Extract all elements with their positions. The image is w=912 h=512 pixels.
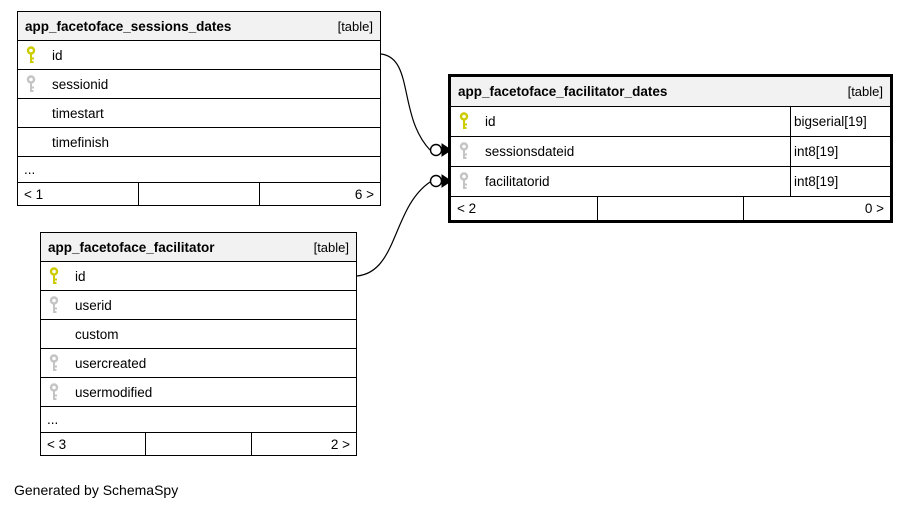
footer-parents-count: 0 > xyxy=(743,197,890,220)
table-header[interactable]: app_facetoface_facilitator [table] xyxy=(41,233,356,262)
footer-parents-count: 2 > xyxy=(250,433,356,455)
table-title[interactable]: app_facetoface_facilitator_dates xyxy=(458,84,668,99)
table-title[interactable]: app_facetoface_facilitator xyxy=(48,239,215,255)
column-row: userid xyxy=(41,291,356,320)
table-title[interactable]: app_facetoface_sessions_dates xyxy=(25,18,232,34)
foreign-key-icon xyxy=(41,295,75,315)
column-row: usermodified xyxy=(41,378,356,407)
column-row: id bigserial[19] xyxy=(451,107,890,137)
column-name: timefinish xyxy=(52,134,110,150)
column-row: usercreated xyxy=(41,349,356,378)
column-row: sessionsdateid int8[19] xyxy=(451,137,890,167)
table-node-facilitator-dates[interactable]: app_facetoface_facilitator_dates [table]… xyxy=(448,74,893,223)
column-name: facilitatorid xyxy=(485,174,550,189)
table-footer: < 3 2 > xyxy=(41,433,356,455)
table-type-tag: [table] xyxy=(847,84,883,99)
ellipsis-label: ... xyxy=(47,412,59,427)
table-header[interactable]: app_facetoface_sessions_dates [table] xyxy=(18,12,380,41)
column-type: int8[19] xyxy=(790,137,890,166)
footer-spacer xyxy=(145,433,250,455)
column-name: userid xyxy=(75,297,112,313)
footer-children-count: < 2 xyxy=(457,201,477,216)
column-row: id xyxy=(41,262,356,291)
relationship-line-sessionsdates-to-sessionsdateid xyxy=(380,53,431,151)
table-type-tag: [table] xyxy=(337,18,373,34)
footer-children-count: < 3 xyxy=(47,436,67,452)
foreign-key-icon xyxy=(451,172,485,191)
footer-spacer xyxy=(596,197,744,220)
ellipsis-row: ... xyxy=(41,407,356,433)
column-row: id xyxy=(18,41,380,70)
footer-spacer xyxy=(138,183,259,205)
table-node-sessions-dates[interactable]: app_facetoface_sessions_dates [table] id… xyxy=(17,11,381,206)
ellipsis-label: ... xyxy=(24,162,36,177)
column-row: timefinish xyxy=(18,128,380,157)
table-header[interactable]: app_facetoface_facilitator_dates [table] xyxy=(451,77,890,107)
foreign-key-icon xyxy=(18,74,52,94)
primary-key-icon xyxy=(451,112,485,131)
foreign-key-icon xyxy=(41,353,75,373)
primary-key-icon xyxy=(41,266,75,286)
ellipsis-row: ... xyxy=(18,157,380,183)
column-name: usercreated xyxy=(75,355,147,371)
primary-key-icon xyxy=(18,45,52,65)
column-name: id xyxy=(485,114,496,129)
foreign-key-icon xyxy=(41,382,75,402)
column-name: sessionsdateid xyxy=(485,144,575,159)
column-row: facilitatorid int8[19] xyxy=(451,167,890,197)
relationship-circle-endpoint xyxy=(429,143,443,157)
table-node-facilitator[interactable]: app_facetoface_facilitator [table] id us… xyxy=(40,232,357,456)
column-type: bigserial[19] xyxy=(790,107,890,136)
generated-by-note: Generated by SchemaSpy xyxy=(14,482,179,498)
footer-children-count: < 1 xyxy=(24,186,44,202)
column-name: timestart xyxy=(52,105,104,121)
relationship-circle-endpoint xyxy=(429,174,443,188)
table-footer: < 1 6 > xyxy=(18,183,380,205)
column-row: custom xyxy=(41,320,356,349)
column-name: usermodified xyxy=(75,384,153,400)
column-row: timestart xyxy=(18,99,380,128)
column-name: id xyxy=(75,268,86,284)
column-type: int8[19] xyxy=(790,167,890,196)
column-name: sessionid xyxy=(52,76,109,92)
column-row: sessionid xyxy=(18,70,380,99)
column-name: custom xyxy=(75,326,119,342)
table-footer: < 2 0 > xyxy=(451,197,890,220)
footer-parents-count: 6 > xyxy=(259,183,380,205)
foreign-key-icon xyxy=(451,142,485,161)
column-name: id xyxy=(52,47,63,63)
table-type-tag: [table] xyxy=(313,239,349,255)
